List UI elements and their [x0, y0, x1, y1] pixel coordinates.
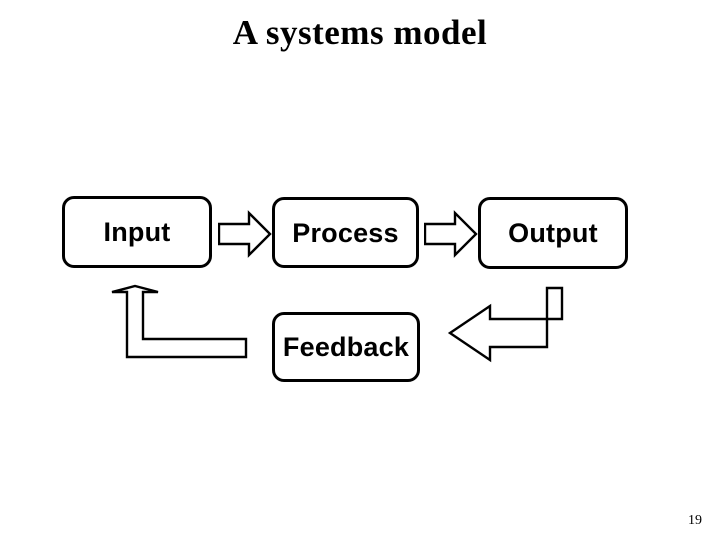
- page-number: 19: [688, 513, 702, 528]
- node-output-label: Output: [508, 218, 598, 248]
- node-feedback-label: Feedback: [282, 332, 410, 362]
- node-process[interactable]: Process: [272, 197, 419, 268]
- node-input-label: Input: [103, 217, 171, 247]
- node-process-label: Process: [292, 217, 399, 248]
- node-input[interactable]: Input: [62, 196, 212, 268]
- arrow-right-icon-input-to-process: [217, 206, 272, 262]
- node-feedback[interactable]: Feedback: [272, 312, 420, 382]
- page-title: A systems model: [232, 13, 488, 52]
- arrow-right-icon-process-to-output: [423, 206, 478, 262]
- arrow-bent-left-icon-output-to-feedback: [446, 286, 570, 366]
- arrow-bent-up-icon-feedback-to-input: [108, 283, 248, 365]
- node-output[interactable]: Output: [478, 197, 628, 269]
